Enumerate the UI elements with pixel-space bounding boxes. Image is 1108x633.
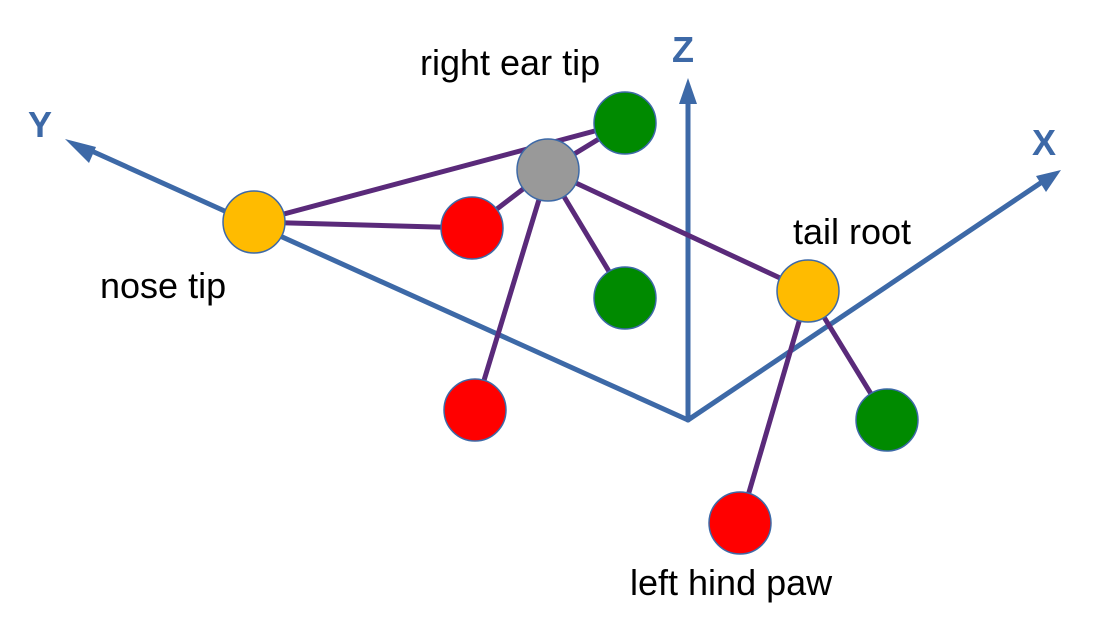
nose-tip-point <box>222 190 286 254</box>
left-fore-paw-point <box>443 378 507 442</box>
left-hind-paw-label: left hind paw <box>630 562 833 603</box>
tail-root-label: tail root <box>793 211 911 252</box>
x-axis-label: X <box>1032 122 1056 163</box>
right-hind-paw-point <box>855 388 919 452</box>
x-axis <box>685 177 1048 423</box>
z-axis-arrowhead <box>679 78 697 104</box>
edge-tail-root-to-left-hind-paw <box>737 288 811 526</box>
left-hind-paw-point <box>708 491 772 555</box>
right-ear-tip-point <box>593 91 657 155</box>
axis-arrowheads <box>65 78 1061 192</box>
y-axis <box>82 145 691 423</box>
z-axis-label: Z <box>672 29 694 70</box>
keypoints <box>222 91 919 555</box>
left-ear-tip-point <box>440 196 504 260</box>
body-center-point <box>516 138 580 202</box>
x-axis-arrowhead <box>1036 170 1061 192</box>
nose-tip-label: nose tip <box>100 265 226 306</box>
tail-root-point <box>776 259 840 323</box>
edge-center-to-left-fore-paw <box>472 167 551 413</box>
axes <box>82 97 1048 423</box>
edge-nose-to-left-ear <box>251 219 475 231</box>
right-ear-tip-label: right ear tip <box>420 42 600 83</box>
edge-center-to-tail-root <box>545 167 811 294</box>
right-fore-paw-point <box>593 266 657 330</box>
y-axis-label: Y <box>28 104 52 145</box>
y-axis-arrowhead <box>65 139 96 163</box>
